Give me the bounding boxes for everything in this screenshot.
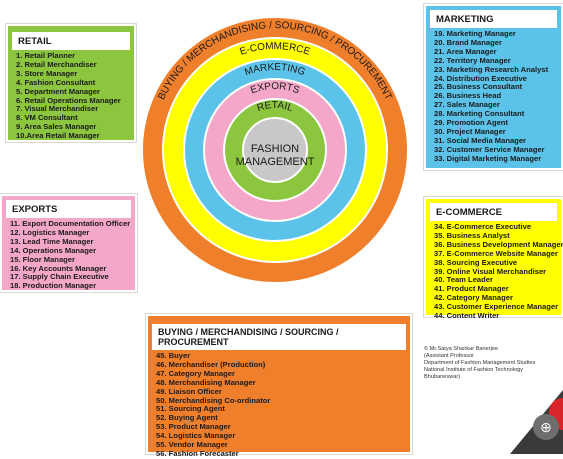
- list-item: 27. Sales Manager: [434, 100, 500, 110]
- list-item: 26. Business Head: [434, 91, 502, 101]
- list-item: 17. Supply Chain Executive: [10, 272, 109, 282]
- ring-label-4: EXPORTS: [249, 81, 301, 96]
- list-item: 20. Brand Manager: [434, 37, 502, 47]
- list-item: 39. Online Visual Merchandiser: [434, 266, 547, 276]
- list-item: 7. Visual Merchandiser: [16, 104, 99, 114]
- list-item: 4. Fashion Consultant: [16, 77, 96, 87]
- list-item: 3. Store Manager: [16, 68, 78, 78]
- list-item: 38. Sourcing Executive: [434, 257, 518, 267]
- center-label-line1: FASHION: [251, 143, 299, 155]
- buying-panel: BUYING / MERCHANDISING / SOURCING / PROC…: [146, 314, 412, 458]
- list-item: 54. Logistics Manager: [156, 431, 236, 441]
- exports-title: EXPORTS: [6, 200, 131, 218]
- list-item: 18. Production Manager: [10, 281, 97, 291]
- list-item: 41. Product Manager: [434, 284, 509, 294]
- list-item: 44. Content Writer: [434, 311, 500, 321]
- list-item: 37. E-Commerce Website Manager: [434, 248, 558, 258]
- credit-line: © Mr.Satya Shankar Banerjee: [424, 346, 499, 352]
- list-item: 48. Merchandising Manager: [156, 377, 256, 387]
- list-item: 6. Retail Operations Manager: [16, 95, 121, 105]
- list-item: 49. Liaison Officer: [156, 386, 222, 396]
- list-item: 1. Retail Planner: [16, 51, 76, 60]
- list-item: 12. Logistics Manager: [10, 227, 90, 237]
- zoom-in-icon[interactable]: ⊕: [533, 414, 559, 440]
- list-item: 45. Buyer: [156, 351, 191, 360]
- credit-line: (Assistant Professor: [424, 353, 475, 359]
- list-item: 23. Marketing Research Analyst: [434, 64, 549, 74]
- list-item: 11. Export Documentation Officer: [10, 219, 131, 228]
- list-item: 10.Area Retail Manager: [16, 131, 100, 141]
- credit-line: Department of Fashion Management Studies: [424, 360, 536, 366]
- ecommerce-title: E-COMMERCE: [430, 203, 557, 221]
- list-item: 2. Retail Merchandiser: [16, 59, 97, 69]
- exports-panel: EXPORTS 11. Export Documentation Officer…: [0, 194, 137, 292]
- list-item: 16. Key Accounts Manager: [10, 263, 107, 273]
- list-item: 15. Floor Manager: [10, 254, 75, 264]
- list-item: 32. Customer Service Manager: [434, 144, 545, 154]
- list-item: 46. Merchandiser (Production): [156, 359, 266, 369]
- credit-note: © Mr.Satya Shankar Banerjee (Assistant P…: [424, 346, 535, 381]
- marketing-title: MARKETING: [430, 10, 557, 28]
- center-label-line2: MANAGEMENT: [236, 156, 315, 168]
- list-item: 52. Buying Agent: [156, 413, 218, 423]
- list-item: 47. Category Manager: [156, 368, 235, 378]
- list-item: 9. Area Sales Manager: [16, 122, 97, 132]
- list-item: 35. Business Analyst: [434, 230, 510, 240]
- buying-title: BUYING / MERCHANDISING / SOURCING / PROC…: [152, 324, 406, 350]
- list-item: 36. Business Development Manager: [434, 239, 563, 249]
- list-item: 5. Department Manager: [16, 86, 100, 96]
- list-item: 14. Operations Manager: [10, 245, 97, 255]
- list-item: 8. VM Consultant: [16, 113, 78, 123]
- credit-line: National Institute of Fashion Technology: [424, 367, 524, 373]
- list-item: 43. Customer Experience Manager: [434, 302, 559, 312]
- list-item: 50. Merchandising Co-ordinator: [156, 395, 271, 405]
- list-item: 13. Lead Time Manager: [10, 236, 94, 246]
- list-item: 34. E-Commerce Executive: [434, 222, 532, 231]
- ring-label-5: RETAIL: [256, 100, 295, 114]
- list-item: 25. Business Consultant: [434, 82, 523, 92]
- credit-line: Bhubaneswar): [424, 374, 461, 380]
- list-item: 55. Vendor Manager: [156, 440, 228, 450]
- list-item: 30. Project Manager: [434, 126, 506, 136]
- list-item: 51. Sourcing Agent: [156, 404, 225, 414]
- list-item: 24. Distribution Executive: [434, 73, 527, 83]
- list-item: 19. Marketing Manager: [434, 29, 516, 38]
- list-item: 56. Fashion Forecaster: [156, 448, 239, 458]
- list-item: 21. Area Manager: [434, 46, 497, 56]
- list-item: 31. Social Media Manager: [434, 135, 527, 145]
- list-item: 42. Category Manager: [434, 293, 513, 303]
- retail-title: RETAIL: [12, 32, 130, 50]
- center-circle: [242, 117, 308, 183]
- list-item: 40. Team Leader: [434, 275, 493, 285]
- list-item: 28. Marketing Consultant: [434, 109, 525, 119]
- list-item: 53. Product Manager: [156, 422, 231, 432]
- list-item: 29. Promotion Agent: [434, 118, 508, 128]
- list-item: 33. Digital Marketing Manager: [434, 153, 542, 163]
- list-item: 22. Territory Manager: [434, 55, 511, 65]
